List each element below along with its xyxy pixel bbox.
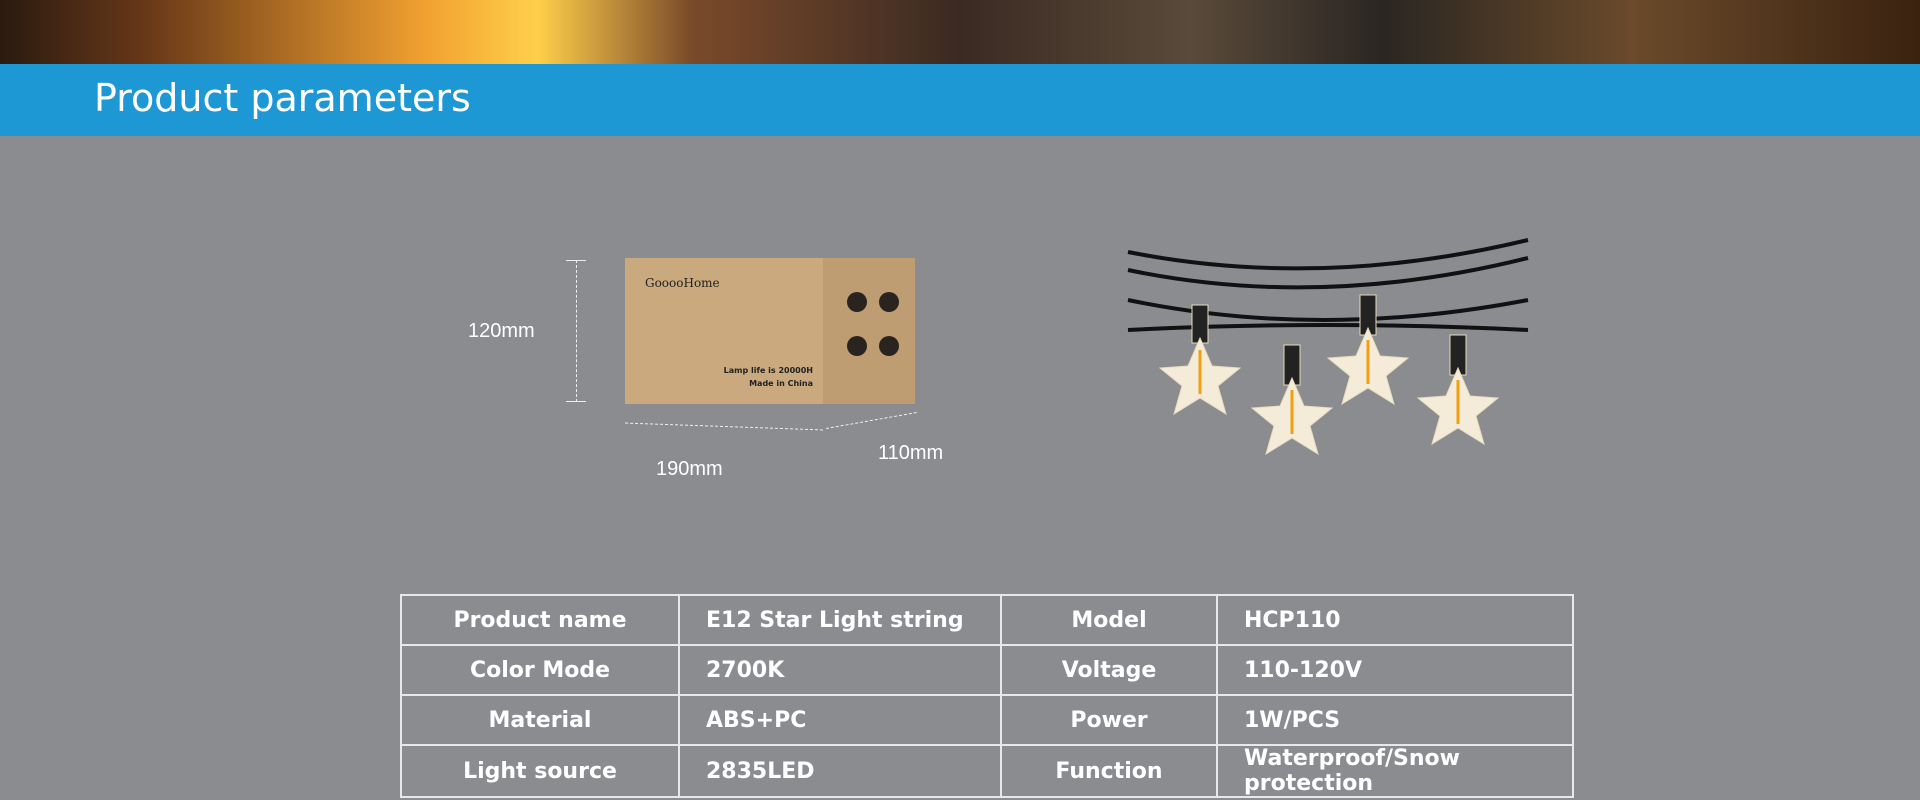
snowflake-icon: [879, 292, 899, 312]
param-value: 110-120V: [1216, 644, 1574, 696]
tick: [566, 260, 586, 261]
param-label: Function: [1000, 744, 1218, 798]
wind-icon: [879, 336, 899, 356]
umbrella-icon: [847, 336, 867, 356]
param-value: Waterproof/Snow protection: [1216, 744, 1574, 798]
section-header: Product parameters: [0, 64, 1920, 136]
hero-banner-image: [0, 0, 1920, 64]
length-line: [625, 422, 823, 431]
width-line: [825, 412, 917, 429]
param-value: 2835LED: [678, 744, 1002, 798]
param-value: HCP110: [1216, 594, 1574, 646]
star-light-string-image: [1127, 238, 1529, 456]
box-front: GooooHome Lamp life is 20000H Made in Chi…: [625, 258, 823, 404]
box-side: [823, 258, 915, 404]
height-line: [576, 260, 577, 402]
param-value: E12 Star Light string: [678, 594, 1002, 646]
sun-icon: [847, 292, 867, 312]
box-text-line: Lamp life is 20000H: [723, 366, 813, 375]
param-label: Product name: [400, 594, 680, 646]
param-label: Power: [1000, 694, 1218, 746]
brand-logo: GooooHome: [645, 276, 720, 290]
height-label: 120mm: [468, 320, 535, 342]
param-value: 1W/PCS: [1216, 694, 1574, 746]
width-label: 110mm: [878, 442, 944, 464]
param-label: Light source: [400, 744, 680, 798]
box-text: Lamp life is 20000H Made in China: [724, 364, 813, 390]
param-value: 2700K: [678, 644, 1002, 696]
param-label: Material: [400, 694, 680, 746]
tick: [566, 401, 586, 402]
param-label: Color Mode: [400, 644, 680, 696]
length-label: 190mm: [656, 458, 723, 480]
param-value: ABS+PC: [678, 694, 1002, 746]
section-title: Product parameters: [94, 76, 471, 120]
param-label: Model: [1000, 594, 1218, 646]
param-label: Voltage: [1000, 644, 1218, 696]
box-text-line: Made in China: [749, 379, 813, 388]
